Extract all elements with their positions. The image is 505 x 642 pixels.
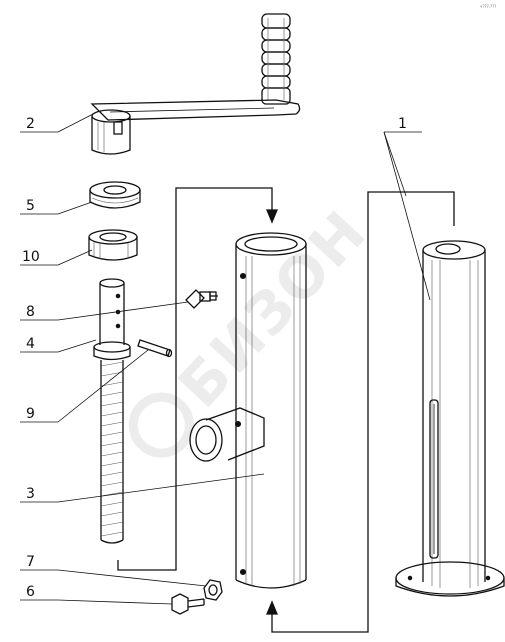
leader-lines [20,112,431,605]
callout-7: 7 [26,554,35,570]
callout-1: 1 [398,116,407,132]
assembly-lines [117,187,455,633]
watermark-text: БИЗОН [165,197,380,420]
base-post [395,240,505,597]
pin [137,339,173,358]
corner-mark: ч???.??? [480,4,496,9]
housing-tube [189,232,307,589]
callout-10: 10 [22,249,40,265]
bolt [171,593,205,615]
callout-8: 8 [26,304,35,320]
bearing [88,229,138,261]
callout-6: 6 [26,584,35,600]
washer [89,181,141,209]
screw-shaft [93,278,131,544]
callout-5: 5 [26,198,35,214]
callout-3: 3 [26,486,35,502]
crank-handle [90,13,301,155]
callout-4: 4 [26,336,35,352]
thread-hatching [100,361,124,537]
nut [203,579,223,601]
grease-nipple [185,289,218,309]
callout-2: 2 [26,116,35,132]
callout-9: 9 [26,406,35,422]
watermark-logo: БИЗОН [128,197,380,458]
callout-labels: 2 5 10 8 4 9 3 7 6 1 [22,116,407,600]
